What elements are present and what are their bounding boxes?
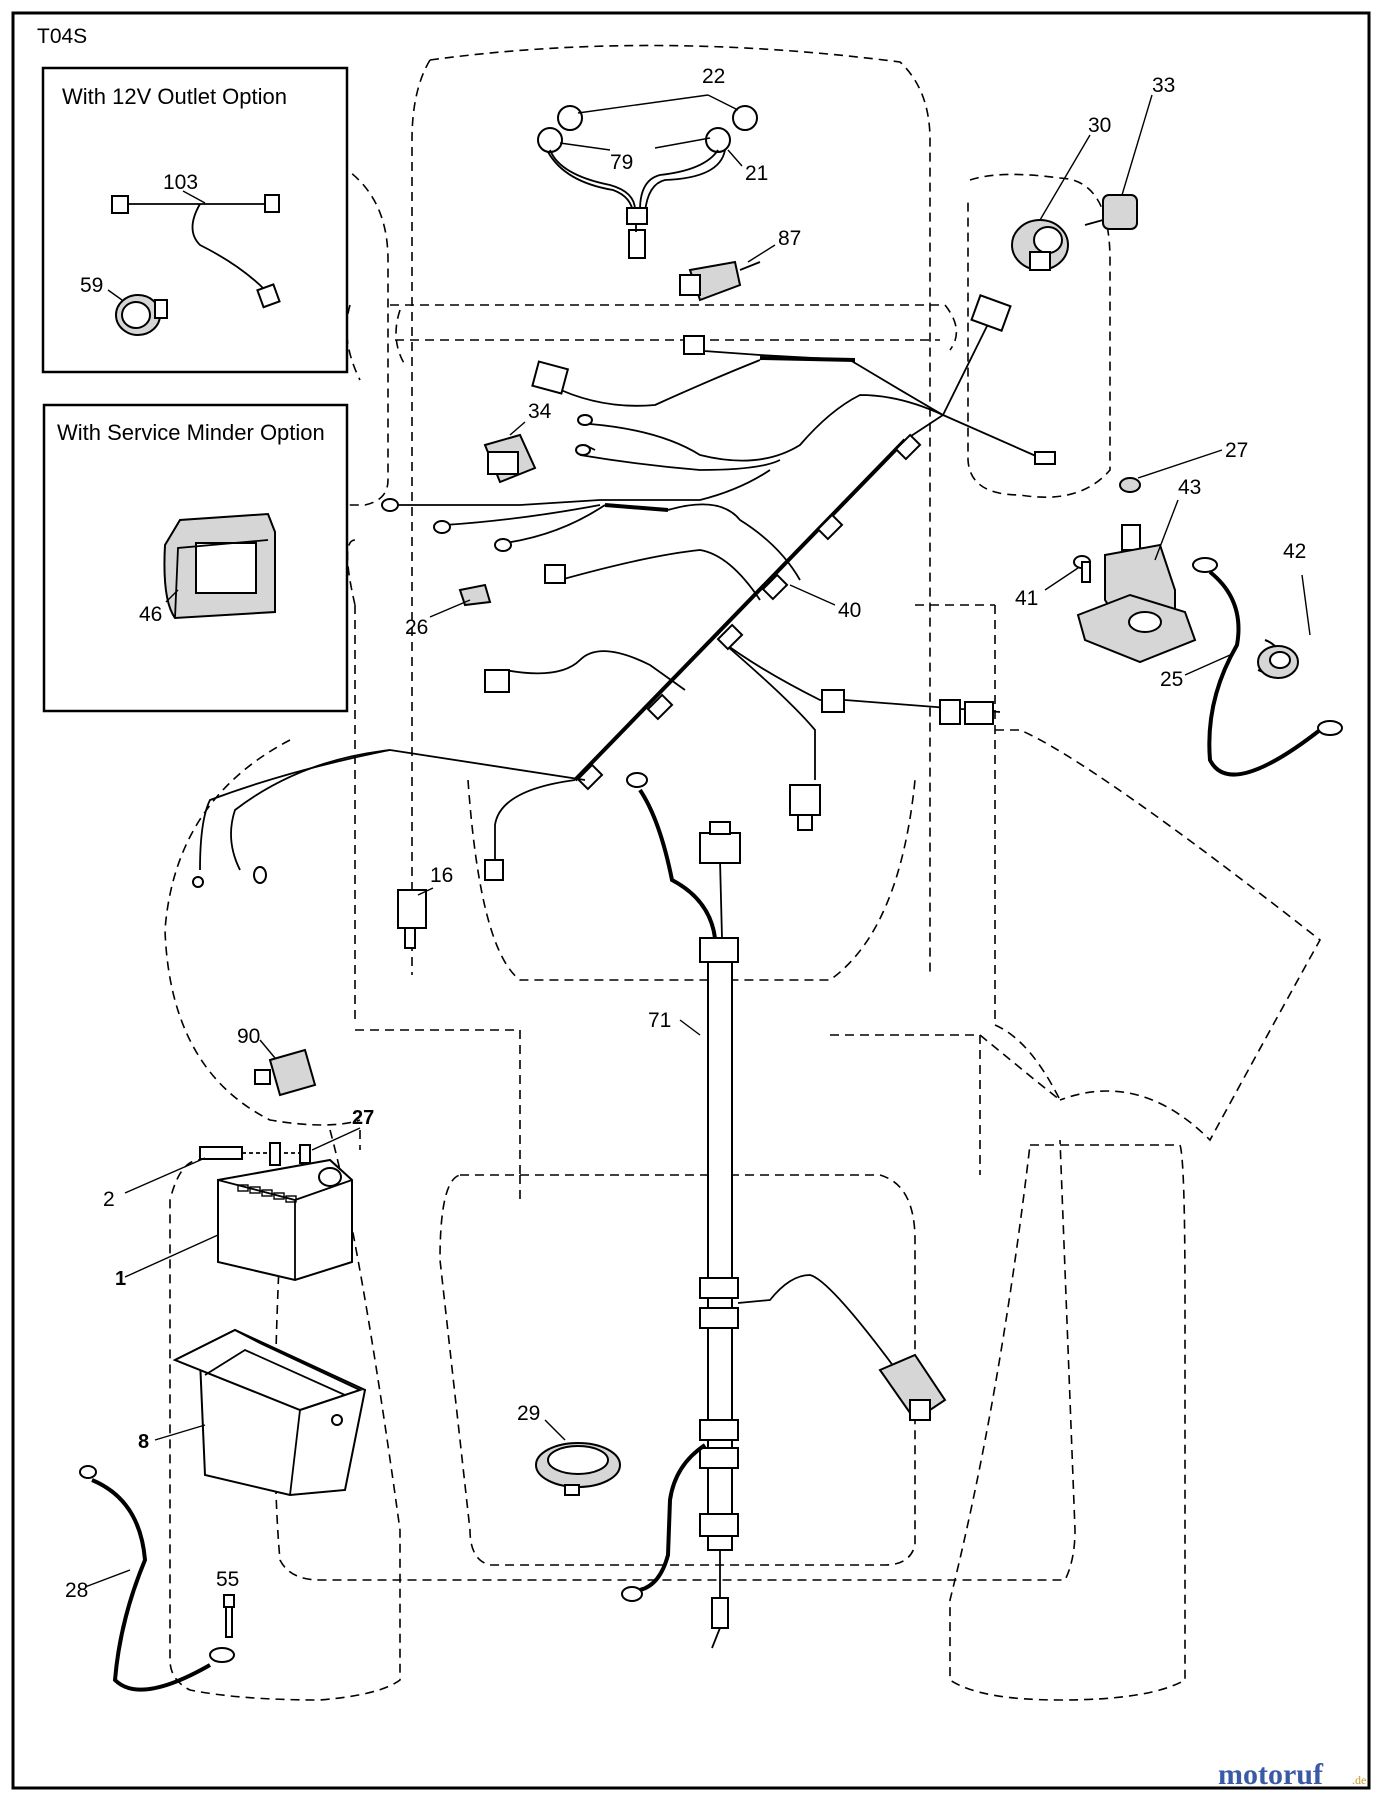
- fuse-26: [458, 583, 492, 607]
- battery-1: [217, 1158, 353, 1282]
- battery-tray-8: [172, 1328, 367, 1497]
- label-part-71: 71: [648, 1009, 671, 1032]
- headlight-harness: [537, 105, 758, 259]
- solenoid-43: [1076, 524, 1197, 664]
- connector-16: [397, 889, 427, 949]
- watermark-brand: motoruf: [1218, 1758, 1324, 1791]
- label-part-27-solenoid: 27: [1225, 439, 1248, 462]
- option-box-service-minder-title: With Service Minder Option: [57, 420, 325, 445]
- ground-cable-28: [79, 1465, 235, 1692]
- label-part-103: 103: [163, 171, 198, 194]
- label-part-90: 90: [237, 1025, 260, 1048]
- watermark-suffix: .de: [1352, 1773, 1366, 1787]
- bolt-55: [223, 1594, 235, 1638]
- label-part-16: 16: [430, 864, 453, 887]
- label-part-55: 55: [216, 1568, 239, 1591]
- option-box-service-minder: With Service Minder Option 46: [42, 403, 349, 713]
- label-part-30: 30: [1088, 114, 1111, 137]
- label-part-59: 59: [80, 274, 103, 297]
- option-box-12v-outlet: With 12V Outlet Option 103 59: [41, 66, 349, 374]
- ignition-switch: [1011, 219, 1069, 271]
- rocker-switch-34: [483, 433, 537, 484]
- label-part-43: 43: [1178, 476, 1201, 499]
- label-part-25: 25: [1160, 668, 1183, 691]
- nut-27: [1119, 477, 1141, 493]
- battery-bolt-2: [199, 1142, 311, 1166]
- label-part-2: 2: [103, 1188, 115, 1211]
- label-part-33: 33: [1152, 74, 1175, 97]
- battery-cable-25: [1192, 557, 1343, 777]
- label-part-79: 79: [610, 151, 633, 174]
- sensor-90: [254, 1048, 317, 1097]
- label-part-1: 1: [115, 1268, 126, 1290]
- label-part-8: 8: [138, 1431, 149, 1453]
- terminal-boot-42: [1257, 639, 1299, 679]
- label-part-27-battery: 27: [352, 1107, 374, 1129]
- label-part-26: 26: [405, 616, 428, 639]
- ignition-key: [1084, 194, 1138, 230]
- label-part-46: 46: [139, 603, 162, 626]
- service-minder-display: [163, 512, 276, 620]
- engine-harness-71: [621, 772, 947, 1649]
- watermark: motoruf .de: [1218, 1758, 1366, 1791]
- label-part-34: 34: [528, 400, 552, 423]
- diagram-frame: [11, 11, 1371, 1790]
- label-part-28: 28: [65, 1579, 88, 1602]
- grommet-29: [535, 1442, 621, 1496]
- relay-87: [679, 260, 761, 302]
- label-part-21: 21: [745, 162, 768, 185]
- outlet-socket: [115, 294, 168, 336]
- label-part-40: 40: [838, 599, 861, 622]
- diagram-code: T04S: [37, 25, 87, 48]
- label-part-22: 22: [702, 65, 725, 88]
- outlet-harness: [111, 194, 281, 309]
- label-part-87: 87: [778, 227, 801, 250]
- label-part-41: 41: [1015, 587, 1038, 610]
- option-box-12v-title: With 12V Outlet Option: [62, 84, 287, 109]
- label-part-42: 42: [1283, 540, 1306, 563]
- label-part-29: 29: [517, 1402, 540, 1425]
- bolt-41: [1073, 555, 1091, 583]
- main-harness-40: [192, 294, 1056, 888]
